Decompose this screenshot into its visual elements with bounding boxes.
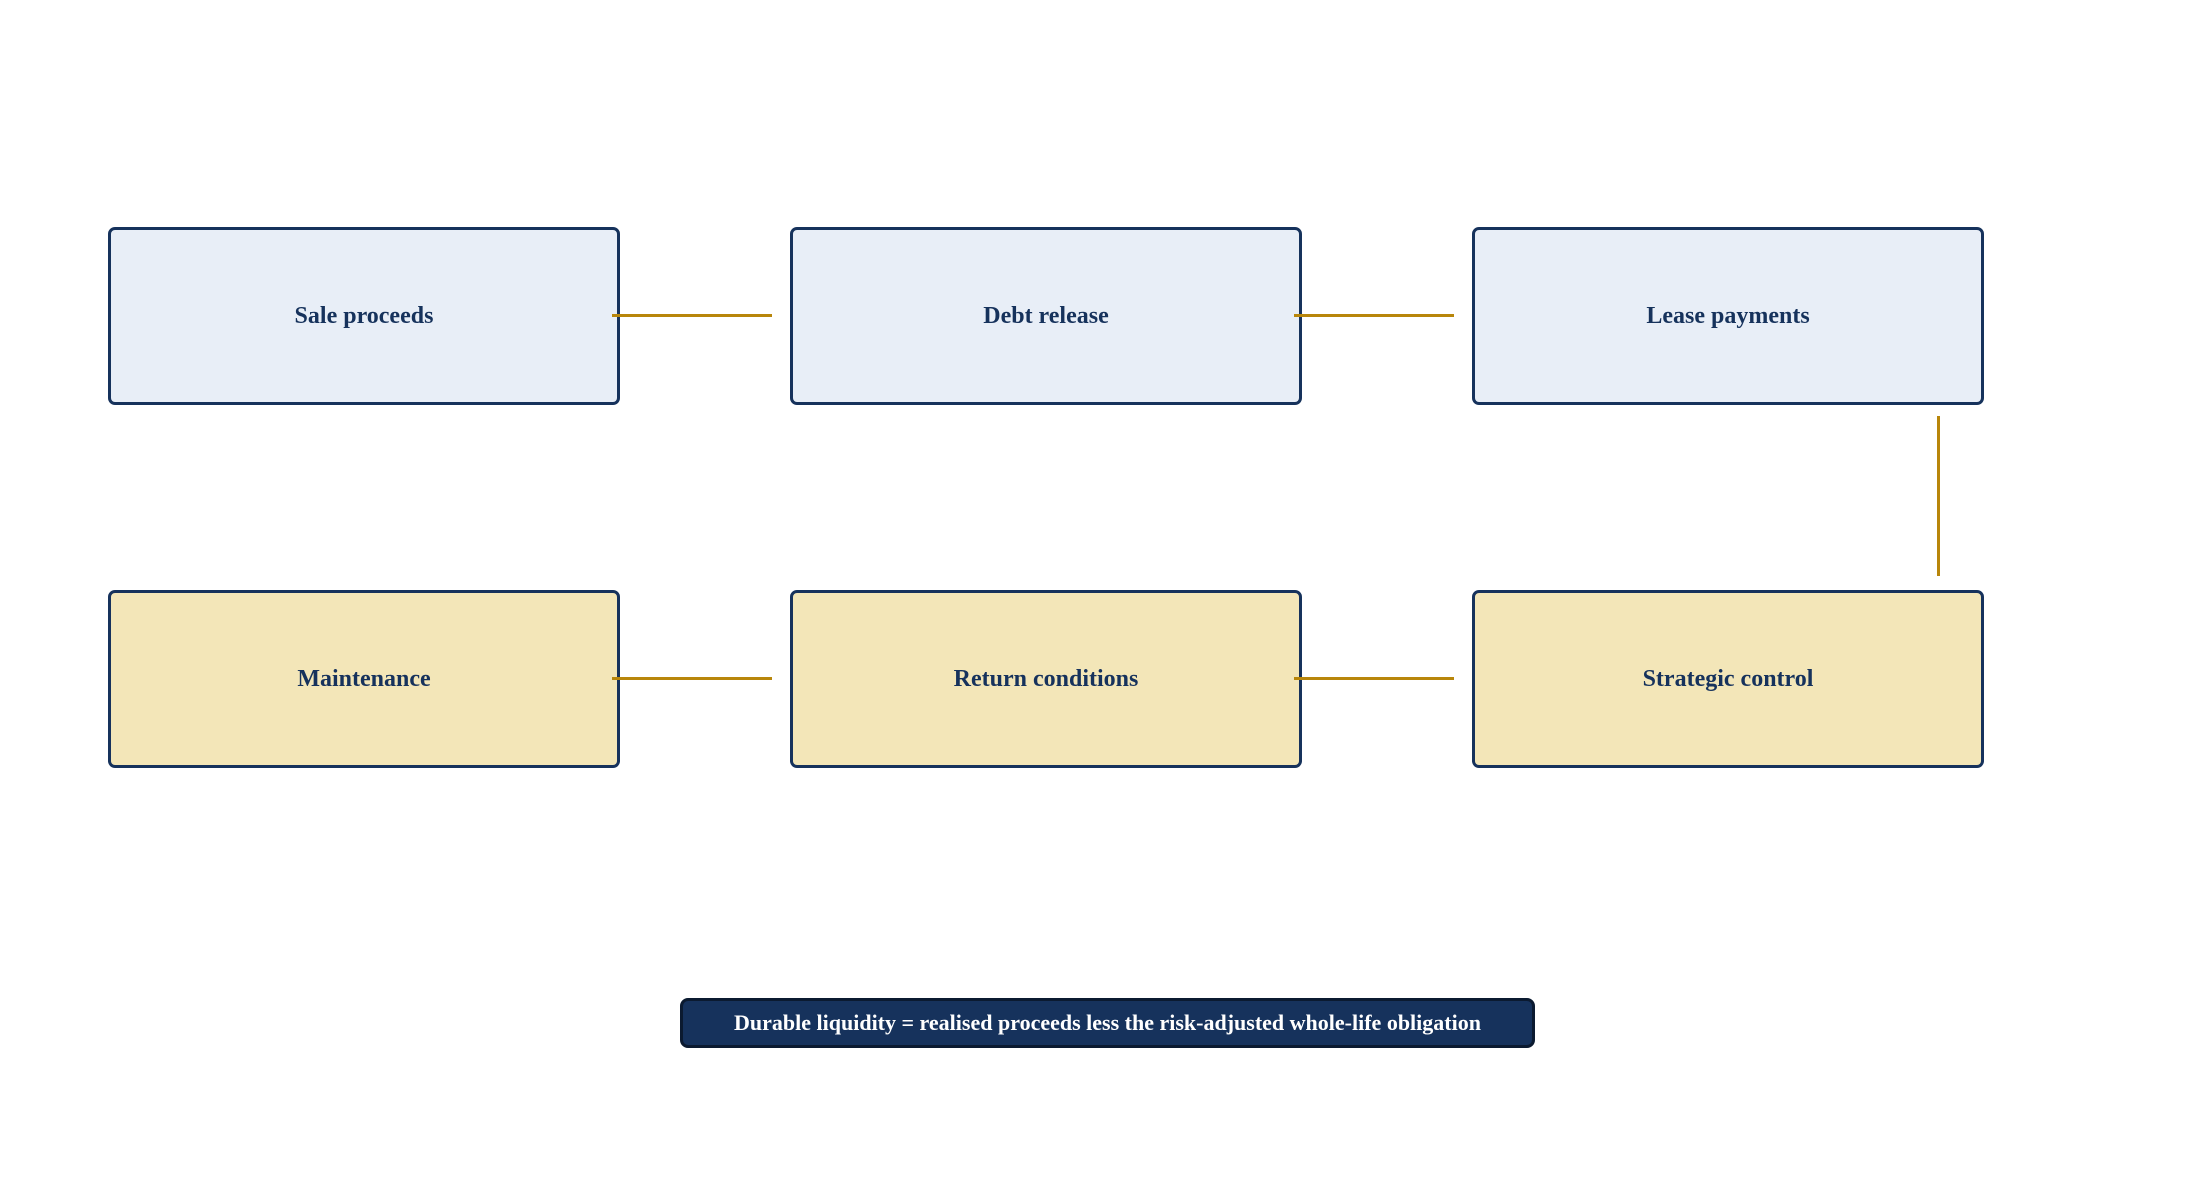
connector-lease-to-strategic: [1937, 416, 1940, 576]
connector-strategic-to-return: [1294, 677, 1454, 680]
node-label: Debt release: [983, 302, 1109, 329]
summary-banner: Durable liquidity = realised proceeds le…: [680, 998, 1535, 1048]
node-label: Return conditions: [953, 665, 1139, 692]
node-label: Lease payments: [1646, 302, 1810, 329]
node-return-conditions: Return conditions: [790, 590, 1302, 768]
node-strategic-control: Strategic control: [1472, 590, 1984, 768]
node-label: Strategic control: [1642, 665, 1814, 692]
summary-text: Durable liquidity = realised proceeds le…: [734, 1010, 1481, 1035]
connector-return-to-maintenance: [612, 677, 772, 680]
connector-sale-to-debt: [612, 314, 772, 317]
node-lease-payments: Lease payments: [1472, 227, 1984, 405]
node-label: Sale proceeds: [294, 302, 434, 329]
node-label: Maintenance: [297, 665, 431, 692]
node-sale-proceeds: Sale proceeds: [108, 227, 620, 405]
node-maintenance: Maintenance: [108, 590, 620, 768]
node-debt-release: Debt release: [790, 227, 1302, 405]
connector-debt-to-lease: [1294, 314, 1454, 317]
